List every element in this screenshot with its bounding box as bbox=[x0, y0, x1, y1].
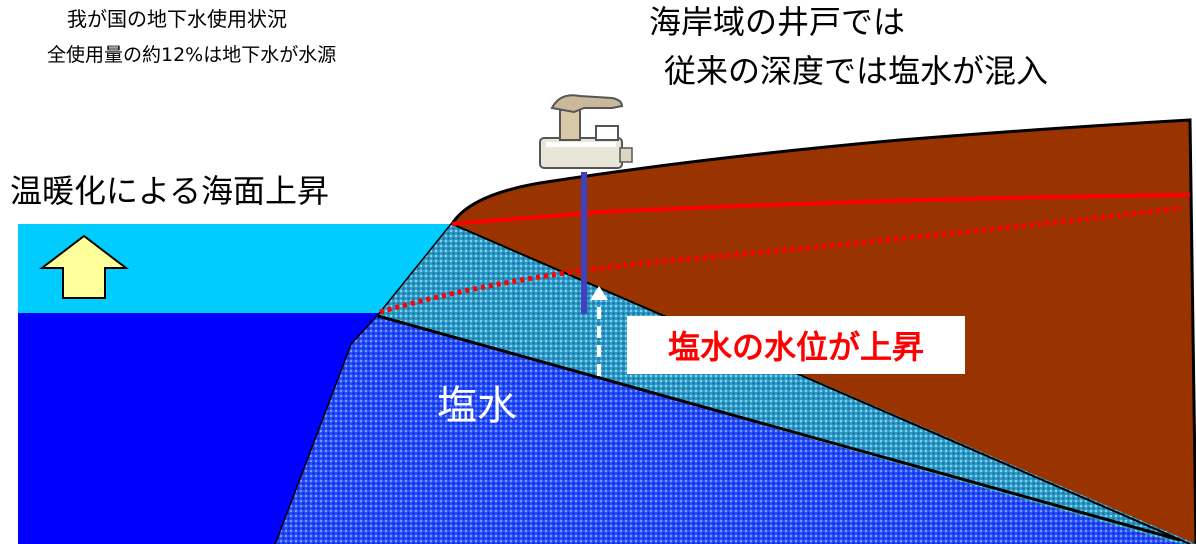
caption-line-1: 我が国の地下水使用状況 bbox=[67, 7, 287, 31]
old-interface-line bbox=[377, 314, 1181, 542]
coast-title-line-2: 従来の深度では塩水が混入 bbox=[664, 52, 1049, 90]
water-table-dotted-line bbox=[379, 205, 1183, 315]
sea-rise-label: 温暖化による海面上昇 bbox=[10, 172, 330, 210]
caption-line-2: 全使用量の約12%は地下水が水源 bbox=[47, 44, 337, 66]
coast-title-line-1: 海岸域の井戸では bbox=[649, 3, 906, 41]
well-pump-icon bbox=[539, 94, 633, 169]
saltwater-rise-callout: 塩水の水位が上昇 bbox=[627, 316, 965, 374]
rise-dashed-arrow-head bbox=[590, 286, 608, 300]
saltwater-rise-callout-text: 塩水の水位が上昇 bbox=[667, 328, 924, 366]
new-interface-line bbox=[451, 223, 1191, 544]
saltwater-label: 塩水 bbox=[437, 383, 517, 429]
up-arrow-icon bbox=[39, 234, 129, 299]
raised-sea-level-line bbox=[451, 193, 1191, 226]
saltwater-wedge bbox=[276, 316, 1180, 544]
